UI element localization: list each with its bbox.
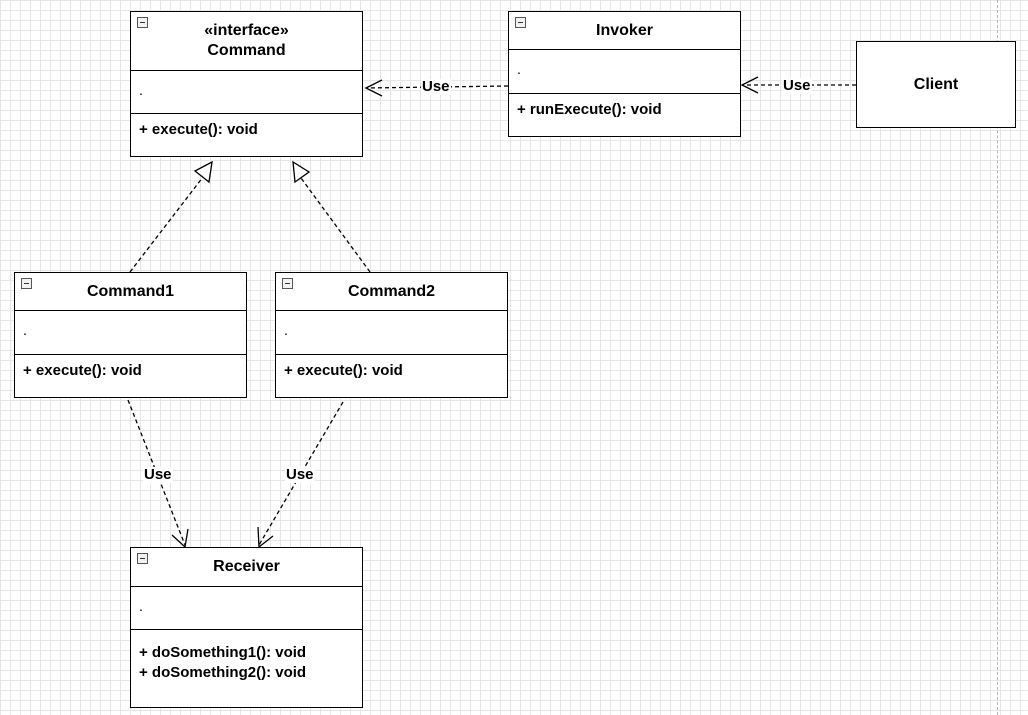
class-header: «interface» Command: [131, 12, 362, 71]
edge-label-invoker-command: Use: [421, 78, 451, 95]
attribute-text: .: [139, 598, 143, 614]
edge-label-command2-receiver: Use: [285, 466, 315, 483]
attributes-section: .: [131, 71, 362, 114]
operation-text: + execute(): void: [23, 362, 142, 379]
class-receiver[interactable]: Receiver . + doSomething1(): void + doSo…: [130, 547, 363, 708]
class-header: Invoker: [509, 12, 740, 50]
actor-client[interactable]: Client: [856, 41, 1016, 128]
realization-command1-command: [129, 176, 204, 273]
class-name: Command1: [86, 282, 175, 300]
class-header: Receiver: [131, 548, 362, 587]
actor-name: Client: [913, 75, 959, 93]
page-boundary-line: [997, 0, 998, 715]
hollow-triangle-command2: [292, 160, 311, 184]
attributes-section: .: [276, 311, 507, 355]
attribute-text: .: [23, 322, 27, 338]
operation-text: + doSomething2(): void: [139, 664, 307, 681]
operation-text: + execute(): void: [284, 362, 403, 379]
attribute-text: .: [139, 82, 143, 98]
attributes-section: .: [509, 50, 740, 94]
operation-text: + runExecute(): void: [517, 101, 662, 118]
stereotype-label: «interface»: [204, 22, 289, 39]
operations-section: + execute(): void: [276, 355, 507, 381]
class-name: Command2: [347, 282, 436, 300]
collapse-icon[interactable]: [137, 17, 148, 28]
class-command2[interactable]: Command2 . + execute(): void: [275, 272, 508, 398]
class-name: Receiver: [213, 558, 280, 575]
attribute-text: .: [517, 61, 521, 77]
hollow-triangle-command1: [193, 160, 213, 184]
attributes-section: .: [131, 587, 362, 630]
edge-label-client-invoker: Use: [782, 77, 812, 94]
class-header: Command2: [276, 273, 507, 311]
operations-section: + execute(): void: [131, 114, 362, 140]
operations-section: + execute(): void: [15, 355, 246, 381]
realization-command2-command: [300, 177, 371, 273]
operations-section: + runExecute(): void: [509, 94, 740, 120]
edge-label-command1-receiver: Use: [143, 466, 173, 483]
open-arrowhead-command: [364, 79, 383, 97]
class-command1[interactable]: Command1 . + execute(): void: [14, 272, 247, 398]
attributes-section: .: [15, 311, 246, 355]
operation-text: + execute(): void: [139, 121, 258, 138]
class-invoker[interactable]: Invoker . + runExecute(): void: [508, 11, 741, 137]
class-name: Command: [207, 42, 286, 59]
collapse-icon[interactable]: [515, 17, 526, 28]
attribute-text: .: [284, 322, 288, 338]
class-command[interactable]: «interface» Command . + execute(): void: [130, 11, 363, 157]
open-arrowhead-invoker: [740, 76, 759, 94]
operations-section: + doSomething1(): void + doSomething2():…: [131, 630, 362, 683]
collapse-icon[interactable]: [137, 553, 148, 564]
collapse-icon[interactable]: [21, 278, 32, 289]
collapse-icon[interactable]: [282, 278, 293, 289]
class-name: Invoker: [596, 21, 653, 39]
operation-text: + doSomething1(): void: [139, 644, 307, 661]
class-header: Command1: [15, 273, 246, 311]
